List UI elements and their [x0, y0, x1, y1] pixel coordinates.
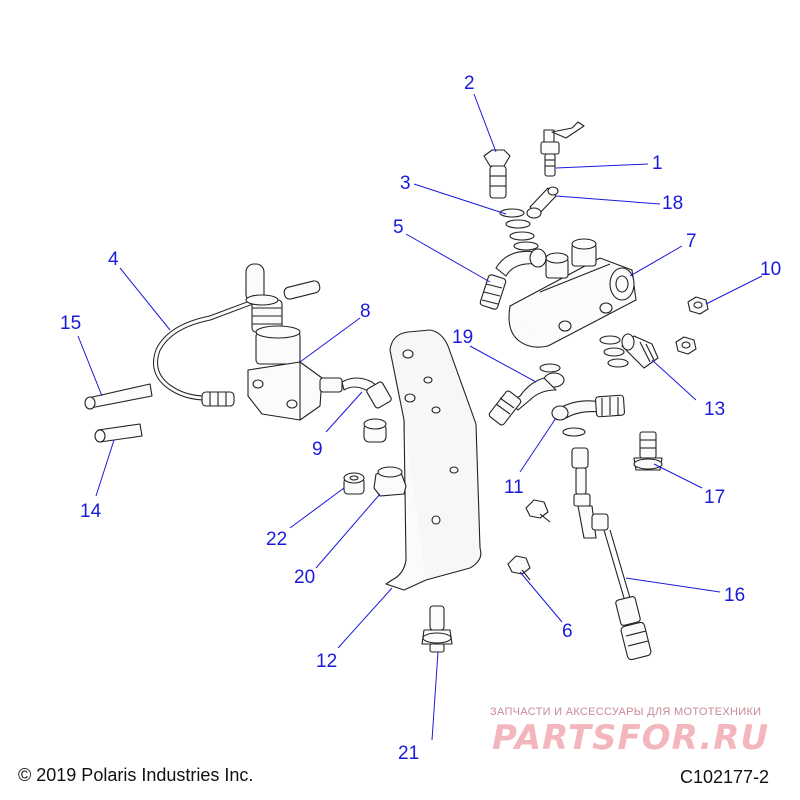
- callout-6: 6: [562, 621, 573, 642]
- part-4-hose-fittings: [201, 280, 321, 407]
- callout-8: 8: [360, 301, 371, 322]
- callout-10: 10: [760, 259, 782, 280]
- callout-14: 14: [80, 501, 102, 522]
- callout-7: 7: [686, 231, 697, 252]
- part-21-bolt: [421, 605, 453, 653]
- callout-20: 20: [294, 567, 316, 588]
- callout-22: 22: [266, 529, 288, 550]
- part-17-bolt: [633, 431, 663, 471]
- drawing-id: C102177-2: [680, 767, 770, 787]
- callout-11: 11: [504, 477, 524, 498]
- callout-1: 1: [652, 153, 663, 174]
- part-20-bushing: [373, 466, 407, 497]
- part-9-grommet: [363, 418, 387, 443]
- callout-19: 19: [452, 327, 474, 348]
- part-1-sensor-switch: [540, 121, 585, 177]
- callout-12: 12: [316, 651, 338, 672]
- callout-17: 17: [704, 487, 726, 508]
- part-18-banjo-fitting: [526, 186, 559, 219]
- part-2-banjo-bolt: [483, 149, 511, 199]
- copyright-text: © 2019 Polaris Industries Inc.: [18, 765, 254, 785]
- part-8-pressure-valve: [245, 263, 392, 421]
- part-22-spacer: [343, 472, 365, 495]
- part-13-washers: [599, 335, 629, 368]
- part-16-brake-switch-harness: [571, 447, 652, 661]
- callout-2: 2: [464, 73, 475, 94]
- part-6-bolt: [507, 499, 551, 581]
- part-19-brake-line-fitting: [488, 363, 565, 426]
- callout-3: 3: [400, 173, 411, 194]
- watermark-brand: PARTSFOR.RU: [492, 718, 770, 758]
- part-10-nut: [687, 296, 709, 315]
- callout-9: 9: [312, 439, 323, 460]
- part-7-distribution-block: [508, 238, 637, 348]
- part-10-nut-lower: [675, 336, 697, 355]
- callout-15: 15: [60, 313, 82, 334]
- part-14-bolt: [94, 423, 143, 443]
- callout-5: 5: [393, 217, 404, 238]
- part-5-brake-line-fitting: [479, 248, 547, 310]
- part-12-mounting-bracket: [385, 329, 482, 591]
- part-3-sealing-washers: [499, 208, 539, 251]
- callout-18: 18: [662, 193, 684, 214]
- part-11-brake-line-fitting: [551, 394, 626, 437]
- part-15-bolt: [84, 383, 153, 410]
- callout-13: 13: [704, 399, 726, 420]
- callout-4: 4: [108, 249, 119, 270]
- watermark-tagline: ЗАПЧАСТИ И АКСЕССУАРЫ ДЛЯ МОТОТЕХНИКИ: [490, 706, 762, 718]
- leader-lines: [77, 93, 763, 741]
- callout-16: 16: [724, 585, 746, 606]
- callout-21: 21: [398, 743, 420, 764]
- part-13-brake-line-fitting: [621, 333, 659, 369]
